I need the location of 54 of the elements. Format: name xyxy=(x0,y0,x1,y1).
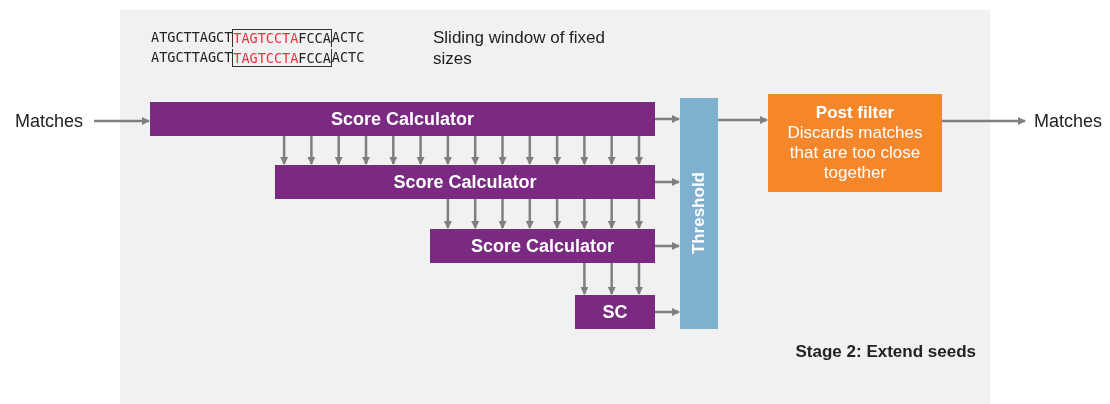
calculator-box: Score Calculator xyxy=(275,165,655,199)
arrow xyxy=(942,117,1026,125)
arrow xyxy=(471,199,480,229)
calculator-box: SC xyxy=(575,295,655,329)
stage-title: Stage 2: Extend seeds xyxy=(795,342,976,362)
arrow xyxy=(655,242,680,250)
sequence-text: ATGCTTAGCT xyxy=(151,49,233,67)
arrow xyxy=(607,136,616,165)
sequence-text: ACTC xyxy=(331,29,365,47)
arrow xyxy=(307,136,316,165)
arrow xyxy=(525,199,534,229)
arrow xyxy=(498,199,507,229)
filter-title: Post filter xyxy=(815,103,895,123)
window-note: Sliding window of fixed sizes xyxy=(433,27,605,69)
arrow xyxy=(362,136,370,165)
threshold-label: Threshold xyxy=(689,172,709,255)
arrow xyxy=(635,263,643,295)
threshold-bar xyxy=(680,98,718,329)
arrow xyxy=(580,136,589,165)
arrow xyxy=(580,199,589,229)
arrow xyxy=(607,263,616,295)
sequence-text: TAGTCCTA xyxy=(233,30,299,46)
calculator-box: Score Calculator xyxy=(150,102,655,136)
arrow xyxy=(553,199,562,229)
stage-panel xyxy=(120,10,990,404)
filter-description: Discards matches that are too close together xyxy=(786,123,924,183)
arrow xyxy=(553,136,562,165)
arrow xyxy=(607,199,616,229)
arrow xyxy=(718,116,768,124)
sequence-text: TAGTCCTA xyxy=(233,50,299,66)
arrow xyxy=(416,136,425,165)
arrow xyxy=(280,136,289,165)
arrow xyxy=(655,308,680,316)
io-label: Matches xyxy=(4,110,94,132)
arrow xyxy=(580,263,589,295)
arrow xyxy=(334,136,343,165)
io-label: Matches xyxy=(1026,110,1110,132)
sequence-text: FCCA xyxy=(298,50,331,66)
sequence-text: FCCA xyxy=(298,30,331,46)
sequence-text: ATGCTTAGCT xyxy=(151,29,233,47)
arrow xyxy=(635,136,643,165)
arrow xyxy=(525,136,534,165)
filter-box xyxy=(768,94,942,192)
arrow xyxy=(635,199,643,229)
arrow xyxy=(498,136,507,165)
sequence-text: ACTC xyxy=(331,49,365,67)
arrow xyxy=(655,178,680,186)
arrow xyxy=(94,117,150,125)
calculator-box: Score Calculator xyxy=(430,229,655,263)
arrow xyxy=(443,136,452,165)
arrow xyxy=(471,136,480,165)
arrow xyxy=(443,199,452,229)
arrow xyxy=(655,115,680,123)
arrow xyxy=(389,136,398,165)
